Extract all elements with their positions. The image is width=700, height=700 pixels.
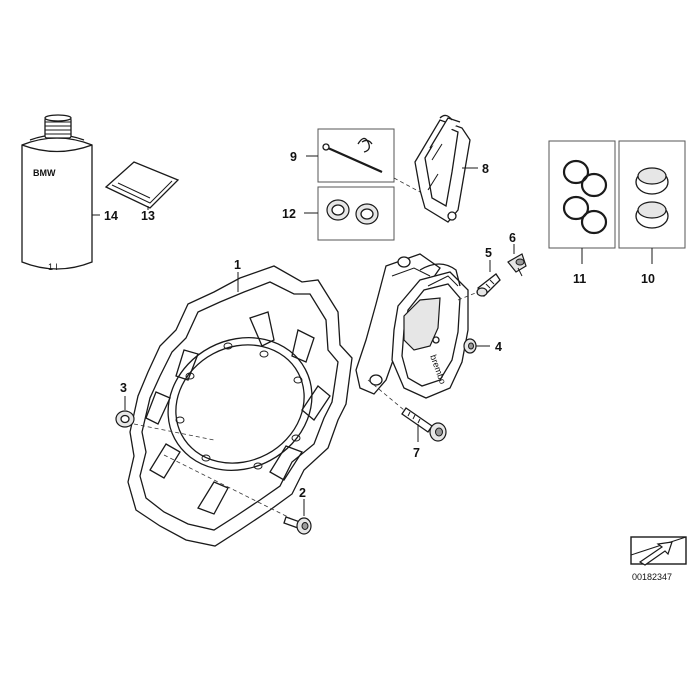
disc-bolt <box>283 516 312 535</box>
washer <box>115 410 135 428</box>
arrow-corner-icon <box>630 536 687 566</box>
plug <box>463 338 477 354</box>
brake-pads <box>414 114 471 223</box>
bleed-valve <box>476 273 501 297</box>
callout-10: 10 <box>641 272 655 286</box>
can-volume-label: 1 l <box>48 262 58 272</box>
grease-sachet <box>104 161 180 209</box>
callout-5: 5 <box>485 246 492 260</box>
callout-3: 3 <box>120 381 127 395</box>
can-brand-label: BMW <box>33 168 56 178</box>
reference-code: 00182347 <box>632 572 672 582</box>
o-rings <box>562 159 608 235</box>
callout-9: 9 <box>290 150 297 164</box>
callout-2: 2 <box>299 486 306 500</box>
caliper-pin <box>322 137 383 174</box>
box-part-9 <box>317 128 395 183</box>
box-part-11 <box>548 140 616 249</box>
callout-14: 14 <box>104 209 118 223</box>
callout-6: 6 <box>509 231 516 245</box>
caliper-bolt <box>401 407 447 442</box>
brake-caliper: brembo <box>355 253 469 399</box>
callout-4: 4 <box>495 340 502 354</box>
dust-seals <box>326 199 379 225</box>
callout-13: 13 <box>141 209 155 223</box>
callout-8: 8 <box>482 162 489 176</box>
callout-7: 7 <box>413 446 420 460</box>
callout-11: 11 <box>573 272 586 286</box>
brake-fluid-can: BMW 1 l <box>21 114 93 272</box>
callout-12: 12 <box>282 207 296 221</box>
pistons <box>635 167 669 229</box>
bleed-cap <box>507 253 527 277</box>
brake-disc <box>127 265 353 547</box>
callout-1: 1 <box>234 258 241 272</box>
